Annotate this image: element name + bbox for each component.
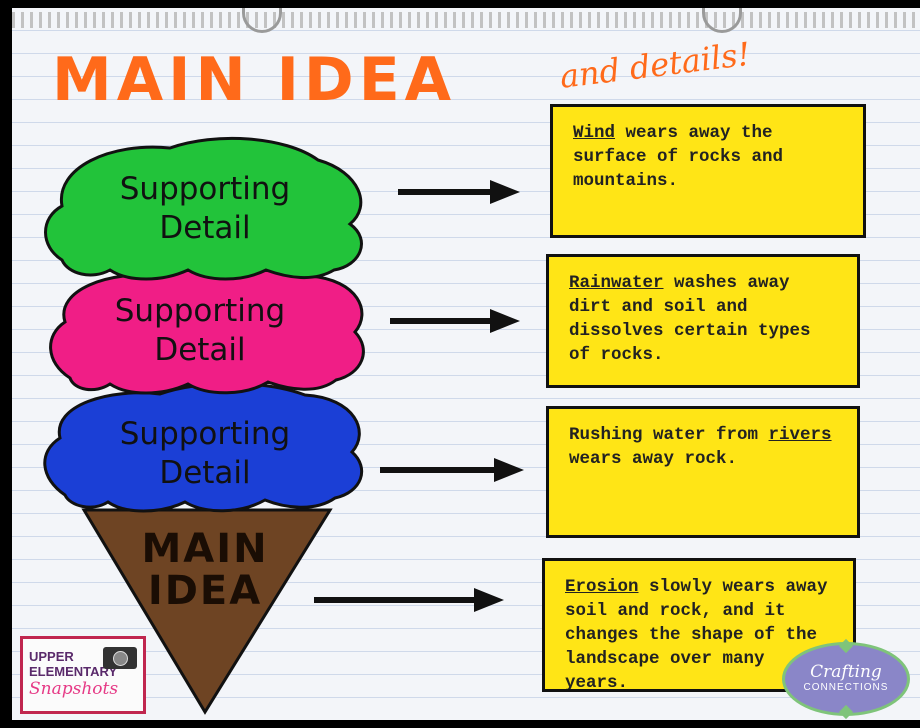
scoop-label-line2: Detail bbox=[159, 454, 251, 491]
detail-card-1: Wind wears away the surface of rocks and… bbox=[550, 104, 866, 238]
scoop-label-line1: Supporting bbox=[114, 293, 286, 329]
scoop-pink bbox=[49, 264, 365, 395]
detail-text-after: slowly wears away soil and rock, and it … bbox=[565, 577, 828, 692]
cone-label-line2: IDEA bbox=[147, 568, 263, 614]
logo-line2: ELEMENTARY bbox=[29, 664, 118, 679]
arrow-3 bbox=[380, 458, 524, 482]
cone-label: MAIN IDEA bbox=[110, 528, 300, 612]
scoop-label-blue: Supporting Detail bbox=[80, 415, 330, 493]
chart-title: MAIN IDEA bbox=[52, 45, 457, 115]
binder-ring bbox=[242, 8, 282, 33]
detail-text-after: wears away the surface of rocks and moun… bbox=[573, 123, 784, 191]
arrow-1 bbox=[398, 180, 520, 204]
scoop-label-line2: Detail bbox=[159, 209, 251, 246]
detail-text-after: washes away dirt and soil and dissolves … bbox=[569, 273, 811, 365]
detail-keyword: Erosion bbox=[565, 577, 639, 597]
logo-line1: Crafting bbox=[810, 662, 882, 682]
detail-keyword: rivers bbox=[768, 425, 832, 445]
upper-elementary-snapshots-logo: UPPER ELEMENTARY Snapshots bbox=[20, 636, 146, 714]
cone-label-line1: MAIN bbox=[141, 526, 269, 572]
camera-icon bbox=[103, 647, 137, 669]
detail-text-before: Rushing water from bbox=[569, 425, 769, 445]
scoop-blue bbox=[43, 382, 364, 513]
scoop-label-line1: Supporting bbox=[119, 416, 291, 452]
crafting-connections-logo: Crafting CONNECTIONS bbox=[782, 638, 910, 720]
detail-text-after: wears away rock. bbox=[569, 449, 738, 469]
detail-keyword: Rainwater bbox=[569, 273, 664, 293]
binder-ring bbox=[702, 8, 742, 33]
arrow-4 bbox=[314, 588, 504, 612]
scoop-label-line2: Detail bbox=[154, 331, 246, 368]
detail-card-2: Rainwater washes away dirt and soil and … bbox=[546, 254, 860, 388]
scoop-label-green: Supporting Detail bbox=[80, 170, 330, 248]
arrow-2 bbox=[390, 309, 520, 333]
spiral-binding bbox=[12, 12, 920, 28]
detail-keyword: Wind bbox=[573, 123, 616, 143]
scoop-label-line1: Supporting bbox=[119, 171, 291, 207]
logo-line2: CONNECTIONS bbox=[803, 682, 889, 693]
logo-line1: UPPER bbox=[29, 649, 74, 664]
logo-line3: Snapshots bbox=[29, 679, 119, 699]
detail-card-3: Rushing water from rivers wears away roc… bbox=[546, 406, 860, 538]
scoop-green bbox=[44, 136, 363, 281]
scoop-label-pink: Supporting Detail bbox=[75, 292, 325, 370]
